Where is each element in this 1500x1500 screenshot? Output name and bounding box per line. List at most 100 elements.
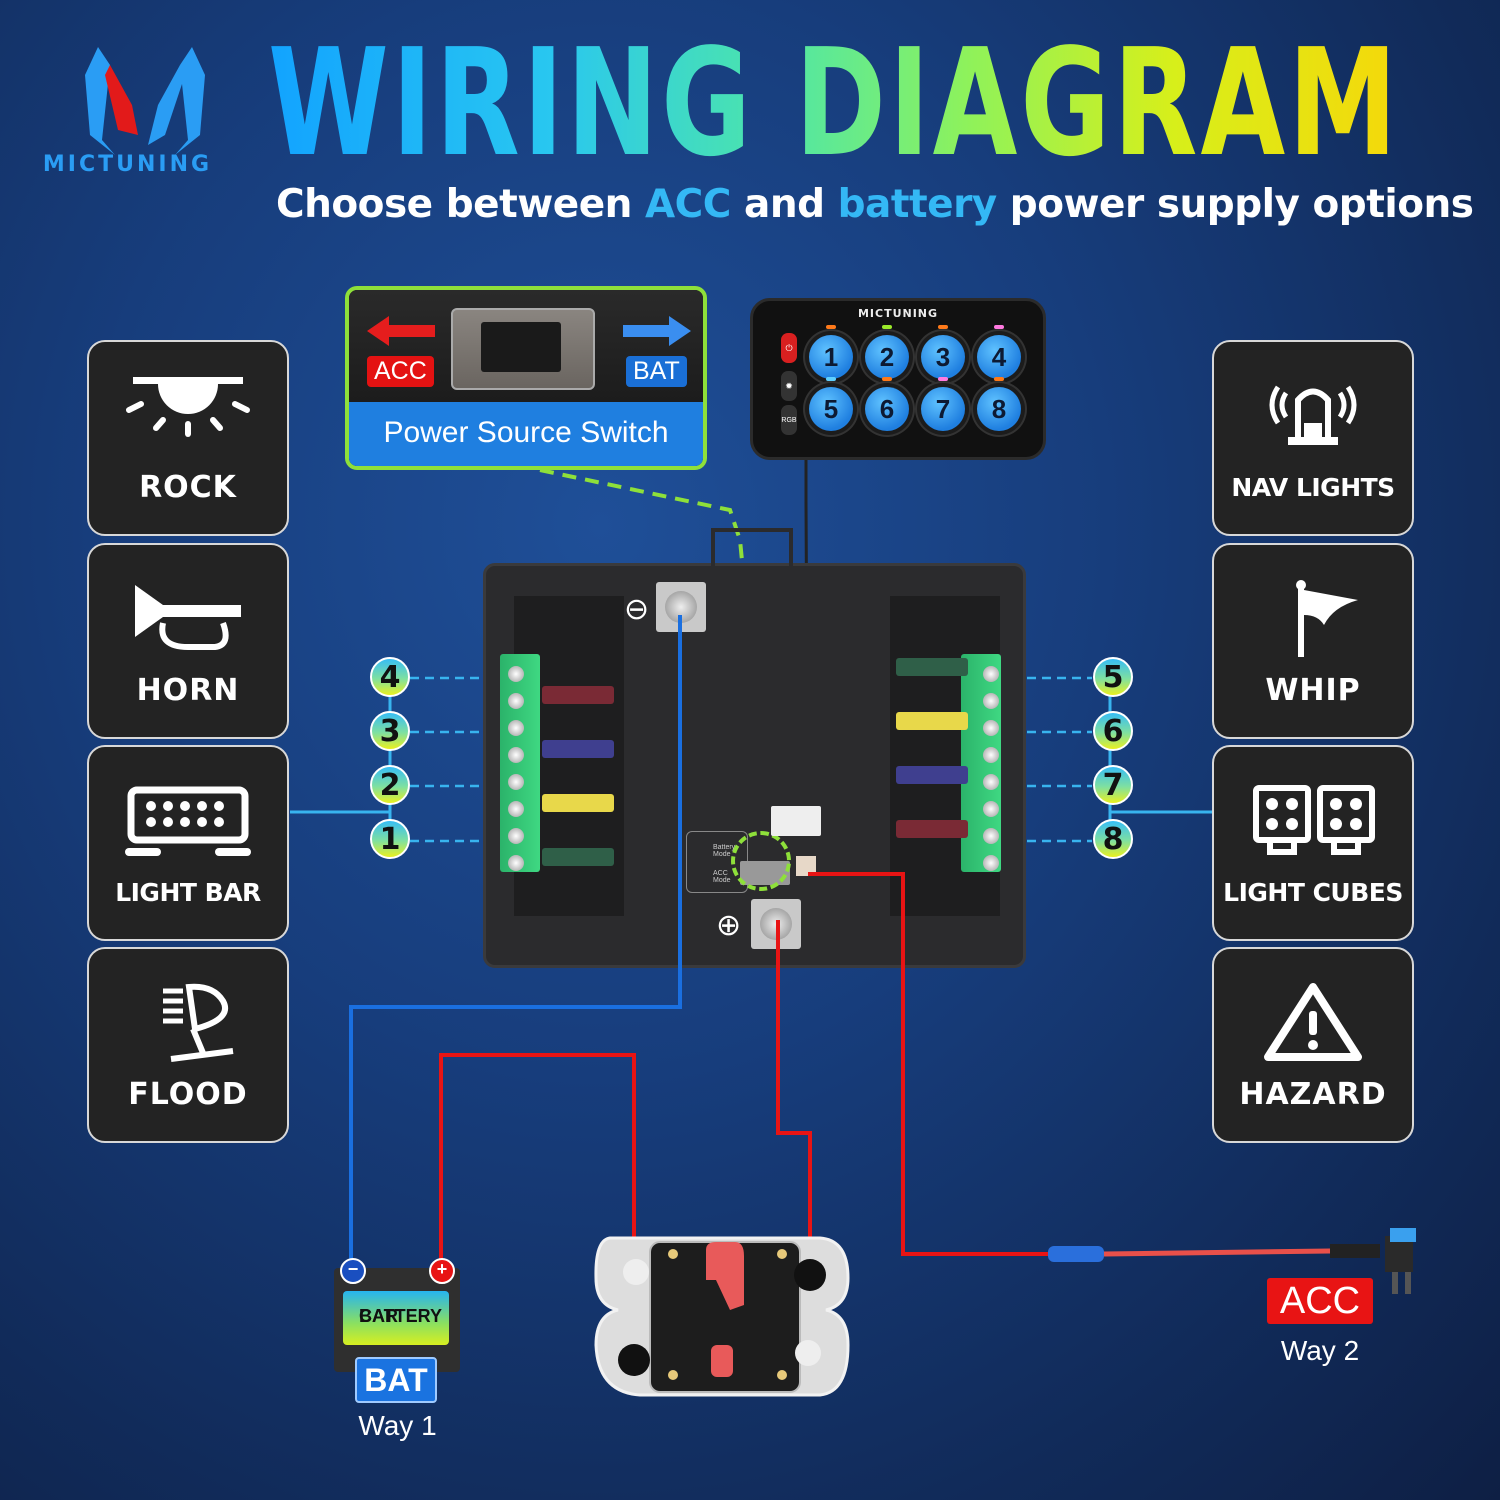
slide-switch[interactable] <box>451 308 595 390</box>
battery-text-line2: BATTERY <box>359 1306 442 1326</box>
negative-post-icon: − <box>340 1258 366 1284</box>
channel-number-4: 4 <box>370 657 410 697</box>
channel-led <box>826 377 836 381</box>
way1-label: Way 1 <box>358 1410 437 1441</box>
switch-highlight-circle <box>731 831 791 891</box>
page-title: WIRING DIAGRAM <box>268 17 1401 189</box>
keypad-button-3[interactable]: 3 <box>921 335 965 379</box>
device-card-nav-lights: NAV LIGHTS <box>1212 340 1414 536</box>
mictuning-logo-icon <box>85 47 205 155</box>
fuse-relay-box: ⊖ ⊕ Battery Mode ACC Mode <box>483 528 1026 968</box>
terminal-screw[interactable] <box>983 666 999 682</box>
terminal-screw[interactable] <box>508 693 524 709</box>
terminal-screw[interactable] <box>508 747 524 763</box>
blade-fuse[interactable] <box>542 848 614 866</box>
light-cubes-icon <box>1253 784 1375 855</box>
mount-tab <box>711 528 793 566</box>
terminal-screw[interactable] <box>508 720 524 736</box>
channel-led <box>882 377 892 381</box>
blade-fuse[interactable] <box>896 820 968 838</box>
blade-fuse[interactable] <box>542 686 614 704</box>
channel-led <box>938 377 948 381</box>
keypad-button-2[interactable]: 2 <box>865 335 909 379</box>
device-label: NAV LIGHTS <box>1231 472 1395 502</box>
keypad-button-4[interactable]: 4 <box>977 335 1021 379</box>
flood-light-icon <box>163 983 234 1062</box>
blade-fuse[interactable] <box>542 740 614 758</box>
subtitle-part: and <box>730 182 838 227</box>
keypad-button-1[interactable]: 1 <box>809 335 853 379</box>
rgb-button[interactable]: RGB <box>781 405 797 435</box>
blade-fuse[interactable] <box>542 794 614 812</box>
arrow-left-icon <box>367 316 435 346</box>
blade-fuse[interactable] <box>896 658 968 676</box>
power-source-switch-title: Power Source Switch <box>383 416 669 449</box>
terminal-screw[interactable] <box>983 747 999 763</box>
channel-number-7: 7 <box>1093 765 1133 805</box>
device-label: HORN <box>136 672 240 708</box>
arrow-right-icon <box>623 316 691 346</box>
device-label: LIGHT BAR <box>115 877 261 907</box>
acc-option-tag: ACC <box>1267 1278 1373 1324</box>
power-button-icon[interactable]: ⏻ <box>781 333 797 363</box>
device-card-whip: WHIP <box>1212 543 1414 739</box>
whip-flag-icon <box>1296 579 1358 657</box>
terminal-screw[interactable] <box>983 801 999 817</box>
device-label: FLOOD <box>128 1076 248 1112</box>
brightness-button-icon[interactable]: ✹ <box>781 371 797 401</box>
terminal-screw[interactable] <box>983 828 999 844</box>
terminal-screw[interactable] <box>983 774 999 790</box>
brand-name: MICTUNING <box>42 152 213 177</box>
device-card-light-cubes: LIGHT CUBES <box>1212 745 1414 941</box>
keypad-button-7[interactable]: 7 <box>921 387 965 431</box>
device-label: WHIP <box>1265 672 1361 708</box>
acc-mode-label: ACC Mode <box>713 870 731 884</box>
channel-number-5: 5 <box>1093 657 1133 697</box>
terminal-screw[interactable] <box>508 666 524 682</box>
channel-led <box>882 325 892 329</box>
terminal-screw[interactable] <box>508 801 524 817</box>
horn-icon <box>135 584 241 650</box>
terminal-screw[interactable] <box>983 720 999 736</box>
positive-post-icon: + <box>429 1258 455 1284</box>
device-label: ROCK <box>139 469 237 505</box>
bat-option-tag: BAT <box>355 1357 437 1403</box>
subtitle-highlight-battery: battery <box>837 182 998 227</box>
nav-lights-icon <box>1269 385 1357 445</box>
keypad-connector <box>771 806 821 836</box>
channel-led <box>938 325 948 329</box>
positive-terminal[interactable] <box>751 899 801 949</box>
device-card-hazard: HAZARD <box>1212 947 1414 1143</box>
device-card-light-bar: LIGHT BAR <box>87 745 289 941</box>
terminal-screw[interactable] <box>508 855 524 871</box>
switch-photo: ACC BAT <box>349 290 703 402</box>
device-label: LIGHT CUBES <box>1223 877 1403 907</box>
device-card-rock: ROCK <box>87 340 289 536</box>
keypad-button-5[interactable]: 5 <box>809 387 853 431</box>
terminal-screw[interactable] <box>508 828 524 844</box>
terminal-screw[interactable] <box>983 855 999 871</box>
battery-mode-label: Battery Mode <box>713 844 736 858</box>
negative-symbol: ⊖ <box>624 593 650 626</box>
battery-text-line1: CAR <box>359 1306 398 1326</box>
blade-fuse[interactable] <box>896 766 968 784</box>
terminal-screw[interactable] <box>983 693 999 709</box>
channel-led <box>826 325 836 329</box>
keypad-button-6[interactable]: 6 <box>865 387 909 431</box>
channel-dashed-links <box>410 676 1092 843</box>
terminal-screw[interactable] <box>508 774 524 790</box>
negative-terminal[interactable] <box>656 582 706 632</box>
subtitle-part: Choose between <box>276 182 645 227</box>
power-source-switch-callout: ACC BAT Power Source Switch <box>345 286 707 470</box>
blade-fuse[interactable] <box>896 712 968 730</box>
bat-tag: BAT <box>626 356 687 387</box>
keypad-button-8[interactable]: 8 <box>977 387 1021 431</box>
channel-number-6: 6 <box>1093 711 1133 751</box>
channel-number-3: 3 <box>370 711 410 751</box>
device-card-horn: HORN <box>87 543 289 739</box>
keypad-brand: MICTUNING <box>857 307 939 320</box>
device-card-flood: FLOOD <box>87 947 289 1143</box>
